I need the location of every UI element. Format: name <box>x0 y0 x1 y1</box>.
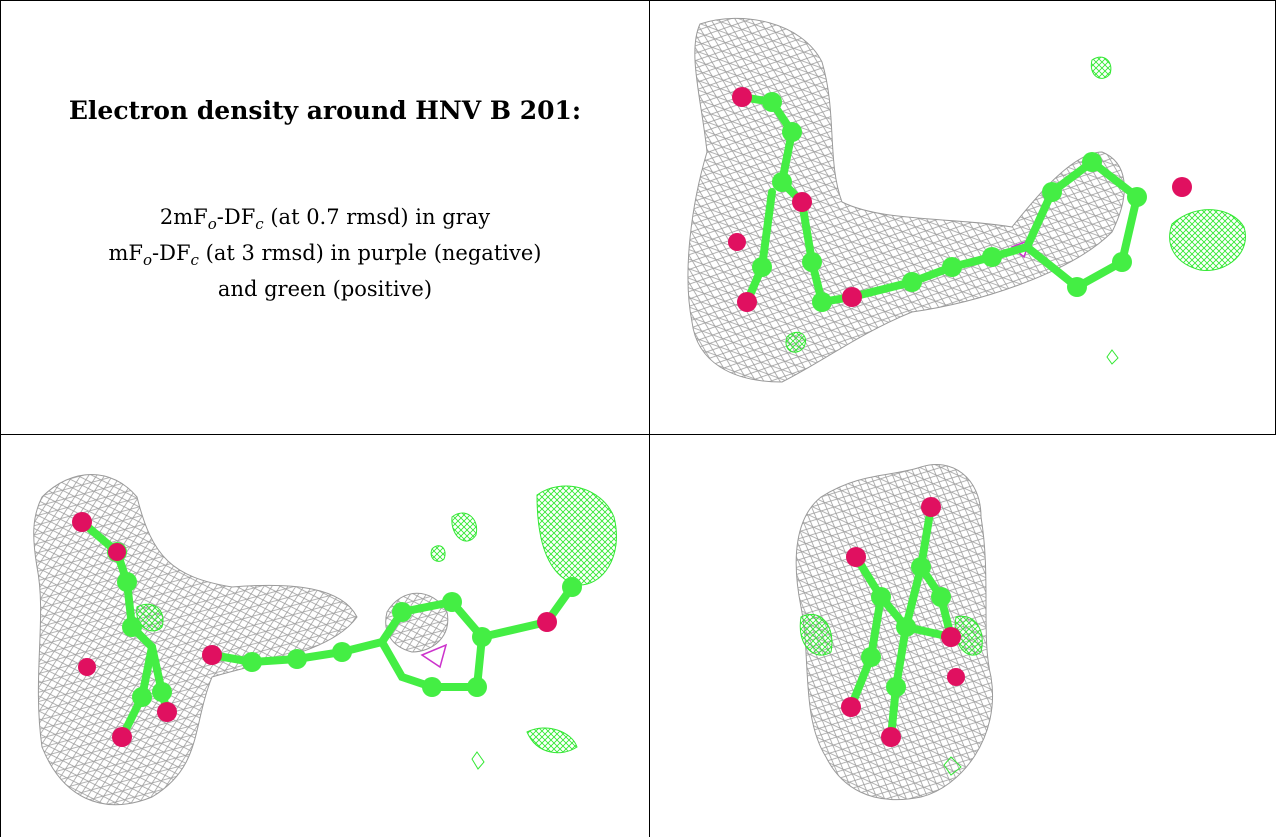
ligand-atoms-oxygen <box>728 87 1192 312</box>
density-green-bottom <box>943 756 962 776</box>
density-purple-blob <box>420 643 448 669</box>
density-green-top <box>1090 56 1112 79</box>
density-green-left <box>799 614 833 656</box>
density-green-small-3 <box>526 727 578 754</box>
caption-legend: 2mFo-DFc (at 0.7 rmsd) in gray mFo-DFc (… <box>109 203 542 304</box>
density-green-small-1 <box>451 512 478 542</box>
density-green-small-2 <box>430 545 446 562</box>
ligand-atoms-carbon <box>752 92 1147 312</box>
ligand-atoms-carbon <box>107 542 582 707</box>
ligand-atoms-oxygen <box>72 512 557 747</box>
density-mesh-gray <box>687 17 1125 383</box>
table-border-top <box>0 0 1276 1</box>
table-border-left <box>0 0 1 837</box>
legend-line-2fo-fc: 2mFo-DFc (at 0.7 rmsd) in gray <box>159 205 491 233</box>
view-bottom-right <box>651 437 1274 835</box>
table-row-divider <box>0 434 1276 435</box>
legend-line-colors: and green (positive) <box>217 277 433 301</box>
density-green-dot <box>1106 349 1119 365</box>
caption-title: Electron density around HNV B 201: <box>68 96 582 125</box>
view-bottom-left <box>2 437 647 835</box>
caption-cell: Electron density around HNV B 201: 2mFo-… <box>14 10 636 430</box>
ligand-atoms-carbon <box>861 557 951 697</box>
density-green-small-4 <box>471 751 485 770</box>
legend-line-fo-fc: mFo-DFc (at 3 rmsd) in purple (negative) <box>108 241 542 269</box>
density-green-right <box>1169 209 1246 271</box>
density-green-large <box>536 485 617 586</box>
table-column-divider <box>649 0 650 837</box>
density-green-bottom <box>785 331 806 353</box>
view-top-right <box>652 2 1272 432</box>
ligand-atoms-oxygen <box>841 497 965 747</box>
